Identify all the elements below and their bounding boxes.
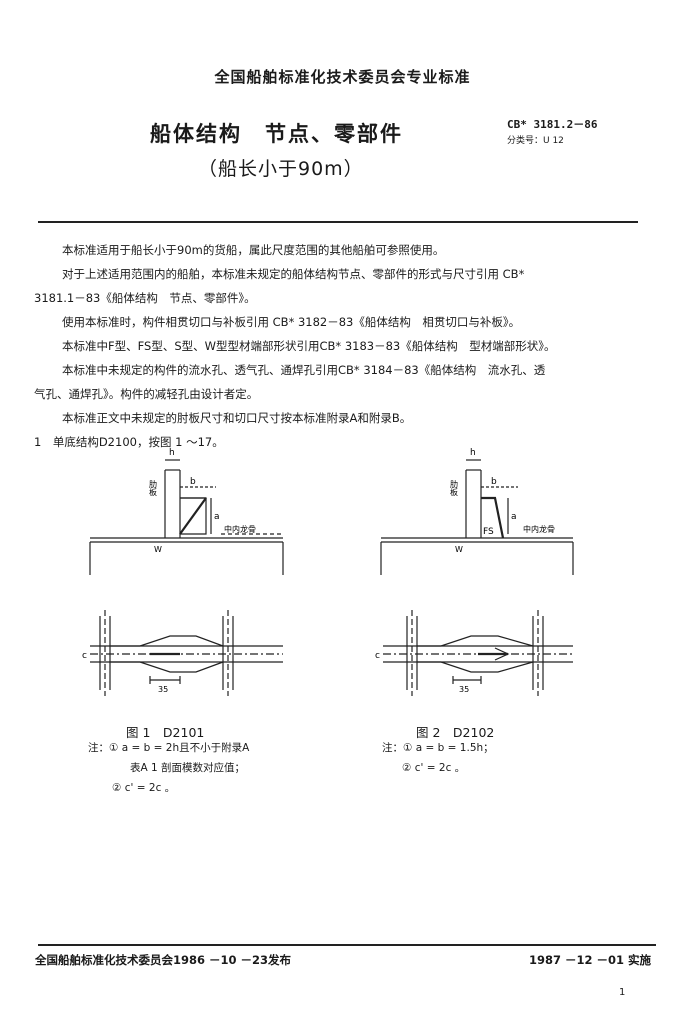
figure-1-notes: 注：① a = b = 2h且不小于附录A 表A 1 剖面模数对应值； ② c'… bbox=[88, 738, 249, 798]
paragraph-reference-1a: 对于上述适用范围内的船舶，本标准未规定的船体结构节点、零部件的形式与尺寸引用 C… bbox=[62, 267, 525, 281]
note-line: 注：① a = b = 1.5h； bbox=[382, 742, 494, 754]
header-rule bbox=[38, 221, 638, 223]
keel-label: 中内龙骨 bbox=[523, 524, 555, 534]
page-number: 1 bbox=[619, 987, 626, 998]
standard-code: CB* 3181.2－86 bbox=[507, 118, 598, 131]
dim-35: 35 bbox=[158, 685, 168, 694]
weld-label: W bbox=[455, 545, 463, 554]
section-text: 单底结构D2100，按图 1 ～17。 bbox=[52, 435, 224, 449]
floor-label: 肋板 bbox=[450, 479, 459, 497]
dim-c: c bbox=[375, 651, 380, 661]
note-line: ② c' = 2c 。 bbox=[402, 762, 466, 774]
dim-b: b bbox=[190, 477, 196, 487]
dim-c: c bbox=[82, 651, 87, 661]
document-title: 船体结构 节点、零部件 bbox=[150, 122, 403, 146]
dim-h: h bbox=[169, 448, 175, 458]
paragraph-scope: 本标准适用于船长小于90m的货船，属此尺度范围的其他船舶可参照使用。 bbox=[62, 243, 445, 257]
body-text: 本标准适用于船长小于90m的货船，属此尺度范围的其他船舶可参照使用。 对于上述适… bbox=[34, 238, 644, 454]
publish-date: 全国船舶标准化技术委员会1986 －10 －23发布 bbox=[35, 953, 292, 967]
fs-label: FS bbox=[483, 527, 494, 537]
note-line: 注：① a = b = 2h且不小于附录A bbox=[88, 742, 250, 754]
bracket-line bbox=[179, 497, 207, 535]
figure-2-caption: 图 2 D2102 bbox=[416, 725, 495, 740]
figure-1-drawing: h b a 肋板 中内龙骨 W c 35 bbox=[82, 448, 284, 696]
paragraph-appendix: 本标准正文中未规定的肘板尺寸和切口尺寸按本标准附录A和附录B。 bbox=[62, 411, 412, 425]
keel-label: 中内龙骨 bbox=[224, 524, 256, 534]
footer-rule bbox=[38, 944, 656, 946]
dim-h: h bbox=[470, 448, 476, 458]
figure-2-drawing: h b a 肋板 中内龙骨 FS W c 35 bbox=[375, 448, 574, 696]
figure-1: h b a 肋板 中内龙骨 W c 35 bbox=[78, 440, 338, 708]
dim-35: 35 bbox=[459, 685, 469, 694]
section-number: 1 bbox=[34, 435, 42, 449]
dim-b: b bbox=[491, 477, 497, 487]
fs-bracket bbox=[481, 496, 505, 539]
issuing-organization: 全国船舶标准化技术委员会专业标准 bbox=[214, 68, 471, 86]
figure-1-caption: 图 1 D2101 bbox=[126, 725, 205, 740]
paragraph-reference-1b: 3181.1－83《船体结构 节点、零部件》。 bbox=[34, 291, 256, 305]
paragraph-reference-4a: 本标准中未规定的构件的流水孔、透气孔、通焊孔引用CB* 3184－83《船体结构… bbox=[62, 363, 546, 377]
effective-date: 1987 －12 －01 实施 bbox=[528, 953, 651, 967]
dim-a: a bbox=[511, 512, 517, 522]
figure-2-notes: 注：① a = b = 1.5h； ② c' = 2c 。 bbox=[382, 738, 494, 778]
dim-a: a bbox=[214, 512, 220, 522]
paragraph-reference-2: 使用本标准时，构件相贯切口与补板引用 CB* 3182－83《船体结构 相贯切口… bbox=[62, 315, 521, 329]
paragraph-reference-4b: 气孔、通焊孔》。构件的减轻孔由设计者定。 bbox=[34, 387, 259, 401]
weld-label: W bbox=[154, 545, 162, 554]
figure-2: h b a 肋板 中内龙骨 FS W c 35 bbox=[373, 440, 633, 708]
paragraph-reference-3: 本标准中F型、FS型、S型、W型型材端部形状引用CB* 3183－83《船体结构… bbox=[62, 339, 556, 353]
floor-label: 肋板 bbox=[149, 479, 158, 497]
document-subtitle: （船长小于90m） bbox=[198, 158, 364, 180]
classification-number: 分类号：U 12 bbox=[507, 136, 564, 146]
note-line: ② c' = 2c 。 bbox=[112, 782, 176, 794]
note-line: 表A 1 剖面模数对应值； bbox=[130, 762, 246, 774]
section-1: 1 单底结构D2100，按图 1 ～17。 bbox=[34, 430, 644, 454]
